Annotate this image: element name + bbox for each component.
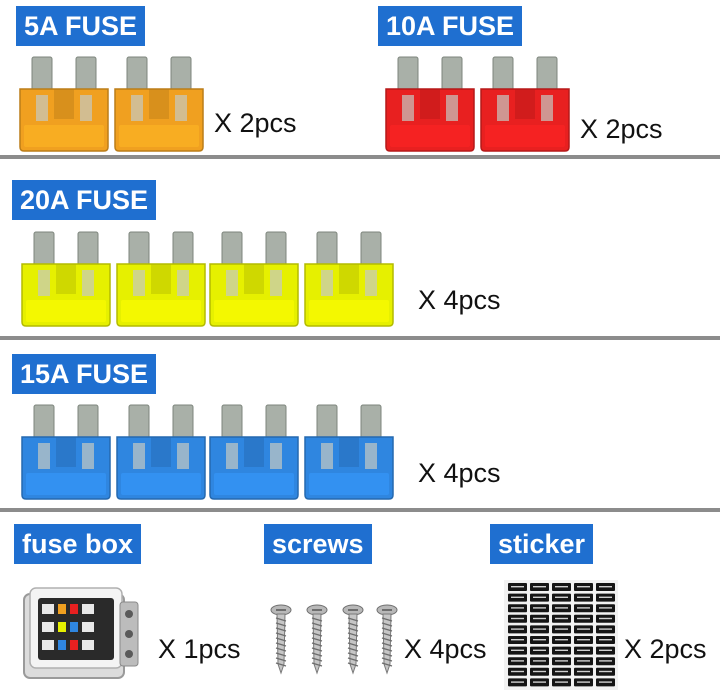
fuse-5a-quantity: X 2pcs [214, 108, 297, 138]
fuse-20a-icon [208, 230, 300, 328]
screws-quantity: X 4pcs [404, 634, 487, 664]
fuse-15a-icon [303, 403, 395, 501]
fuse-10a-icon [479, 55, 571, 153]
fuse-box-quantity: X 1pcs [158, 634, 241, 664]
fuse-15a-icon [20, 403, 112, 501]
sticker-quantity: X 2pcs [624, 634, 707, 664]
fuse-5a-icon [18, 55, 110, 153]
fuse-15a-label: 15A FUSE [12, 354, 157, 394]
fuse-15a-quantity: X 4pcs [418, 458, 501, 488]
fuse-5a-label: 5A FUSE [16, 6, 146, 46]
fuse-10a-icon [384, 55, 476, 153]
sticker-label: sticker [490, 524, 594, 564]
screws-label: screws [264, 524, 372, 564]
fuse-20a-icon [303, 230, 395, 328]
row-divider [0, 508, 720, 512]
screw-icon [342, 604, 364, 675]
fuse-5a-icon [113, 55, 205, 153]
fuse-box-label: fuse box [14, 524, 142, 564]
fuse-box-icon [20, 584, 142, 684]
row-divider [0, 336, 720, 340]
fuse-10a-quantity: X 2pcs [580, 114, 663, 144]
screw-icon [270, 604, 292, 675]
screw-icon [376, 604, 398, 675]
row-divider [0, 155, 720, 159]
fuse-20a-icon [20, 230, 112, 328]
fuse-10a-label: 10A FUSE [378, 6, 523, 46]
fuse-20a-icon [115, 230, 207, 328]
fuse-15a-icon [208, 403, 300, 501]
sticker-sheet-icon [504, 580, 618, 690]
fuse-20a-quantity: X 4pcs [418, 285, 501, 315]
fuse-15a-icon [115, 403, 207, 501]
fuse-20a-label: 20A FUSE [12, 180, 157, 220]
screw-icon [306, 604, 328, 675]
